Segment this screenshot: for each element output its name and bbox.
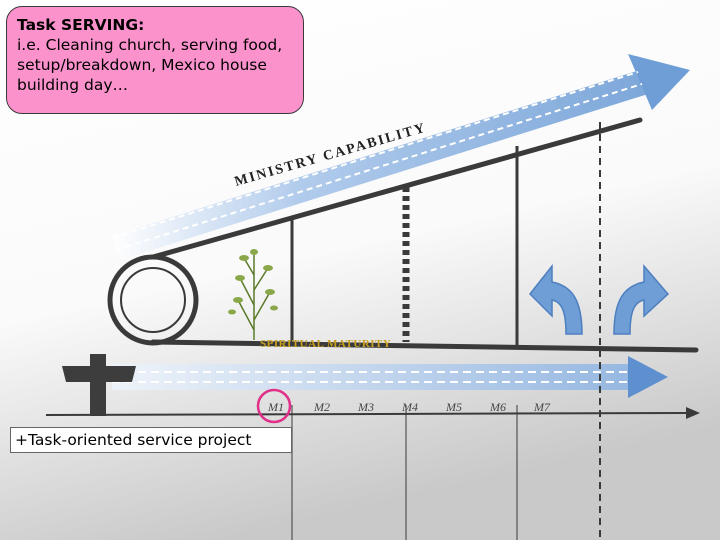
cross-icon xyxy=(62,354,136,416)
growing-plant-icon xyxy=(228,249,278,340)
callout-title: Task SERVING: xyxy=(17,16,145,34)
maturity-label: SPIRITUAL MATURITY xyxy=(260,338,391,350)
callout-body: i.e. Cleaning church, serving food, setu… xyxy=(17,36,283,94)
service-project-label: +Task-oriented service project xyxy=(10,427,292,453)
highlight-circle xyxy=(256,388,292,424)
milestone-m7: M7 xyxy=(533,400,551,414)
capability-arrow xyxy=(111,54,690,260)
maturity-arrow-band xyxy=(112,356,668,398)
milestone-m4: M4 xyxy=(401,400,418,414)
branch-arrows xyxy=(528,263,670,335)
milestone-m6: M6 xyxy=(489,400,506,414)
loop-structure xyxy=(107,117,699,353)
milestone-m2: M2 xyxy=(313,400,330,414)
milestone-labels: M1 M2 M3 M4 M5 M6 M7 xyxy=(267,400,551,414)
milestone-m5: M5 xyxy=(445,400,462,414)
milestone-dividers xyxy=(290,122,601,540)
milestone-m3: M3 xyxy=(357,400,374,414)
task-serving-callout: Task SERVING: i.e. Cleaning church, serv… xyxy=(6,6,304,114)
timeline-axis xyxy=(45,407,700,419)
milestone-m1: M1 xyxy=(267,400,284,414)
